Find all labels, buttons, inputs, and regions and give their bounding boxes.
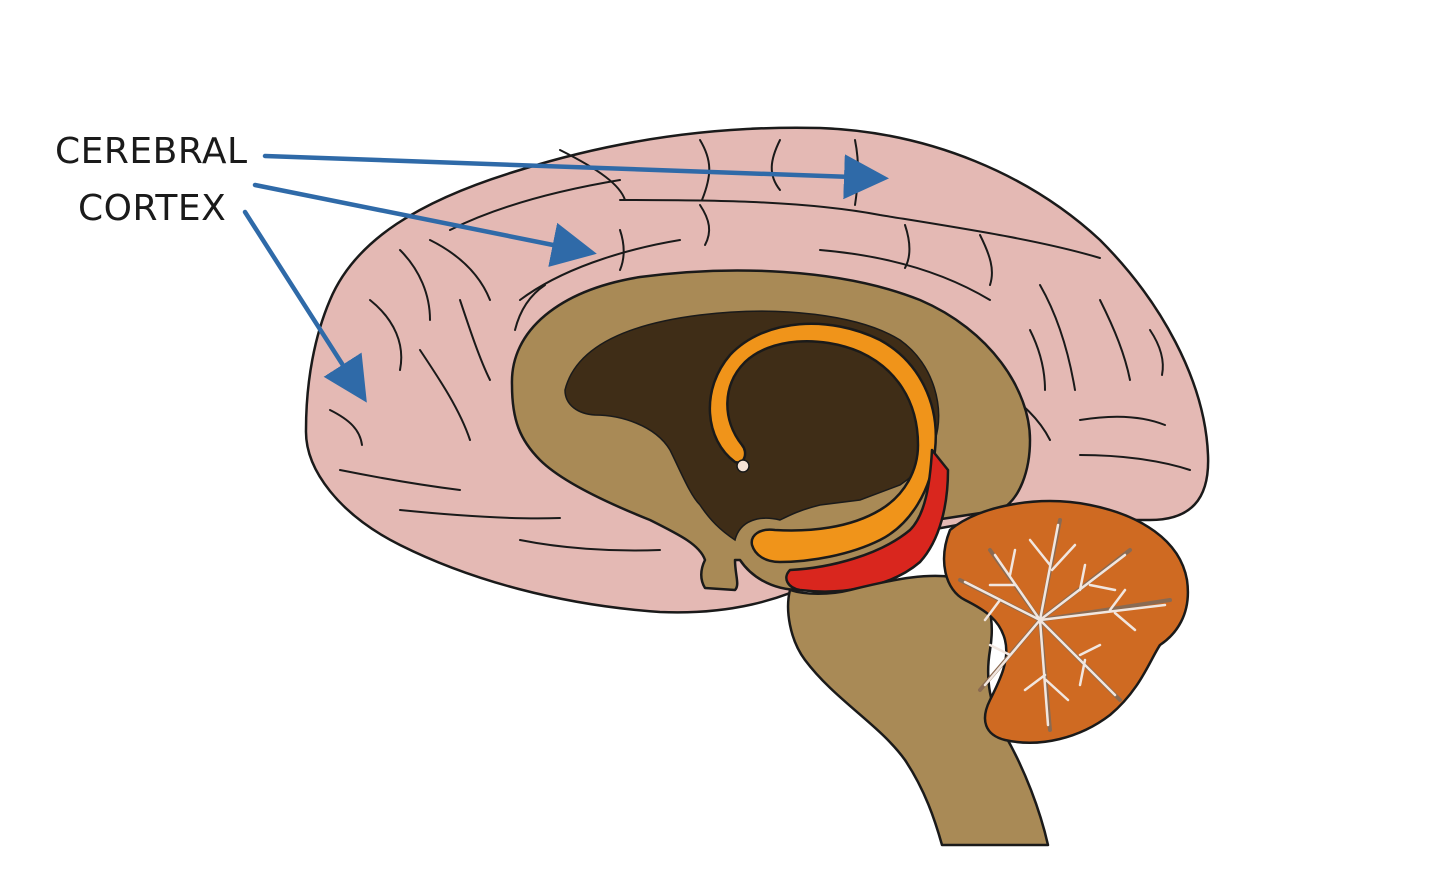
cortical-sulci [329,139,1191,552]
arbor-vitae [958,518,1172,732]
midbrain-red-structure [785,448,950,593]
lateral-ventricle [564,310,940,542]
brainstem [786,574,1050,847]
arrow-to-superior-cortex [262,153,889,200]
label-arrows [242,153,889,403]
label-cerebral: CEREBRAL [55,131,248,172]
arrow-to-frontal-cortex [242,209,367,403]
cerebellum [942,499,1190,744]
arrow-to-cingulate-cortex [252,182,597,267]
fornix [708,322,937,564]
label-cortex: CORTEX [78,188,226,229]
mammillary-body [736,459,750,473]
